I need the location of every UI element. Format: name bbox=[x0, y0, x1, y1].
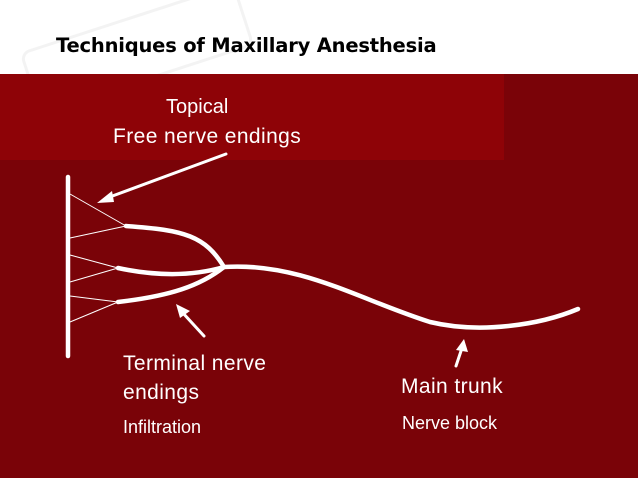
upper-branch bbox=[123, 223, 227, 270]
branch-line bbox=[69, 295, 119, 303]
nerve-trunk bbox=[115, 223, 581, 330]
slide-title: Techniques of Maxillary Anesthesia bbox=[56, 34, 437, 57]
branch-line bbox=[69, 193, 127, 227]
branch-line bbox=[69, 225, 127, 239]
arrowhead-topical bbox=[97, 191, 114, 203]
label-topical: Topical bbox=[166, 96, 229, 118]
terminal-branch-lines bbox=[69, 193, 127, 323]
label-infiltration: Infiltration bbox=[123, 417, 202, 437]
pointer-arrows bbox=[97, 152, 468, 368]
label-free-nerve-endings: Free nerve endings bbox=[113, 125, 302, 148]
label-terminal-nerve-endings: Terminal nerve endings bbox=[123, 352, 267, 404]
arrow-terminal bbox=[180, 310, 206, 338]
arrow-main-trunk bbox=[454, 346, 464, 368]
content-panel-highlight bbox=[0, 74, 504, 160]
branch-line bbox=[69, 254, 119, 269]
label-nerve-block: Nerve block bbox=[402, 413, 498, 433]
middle-branch bbox=[115, 264, 227, 277]
arrow-topical bbox=[105, 152, 228, 200]
branch-line bbox=[69, 301, 119, 323]
lower-branch bbox=[115, 264, 227, 305]
main-trunk-line bbox=[221, 264, 581, 330]
arrowhead-main-trunk bbox=[456, 339, 468, 352]
arrowhead-terminal bbox=[176, 304, 190, 318]
label-main-trunk: Main trunk bbox=[401, 375, 504, 398]
branch-line bbox=[69, 267, 119, 283]
